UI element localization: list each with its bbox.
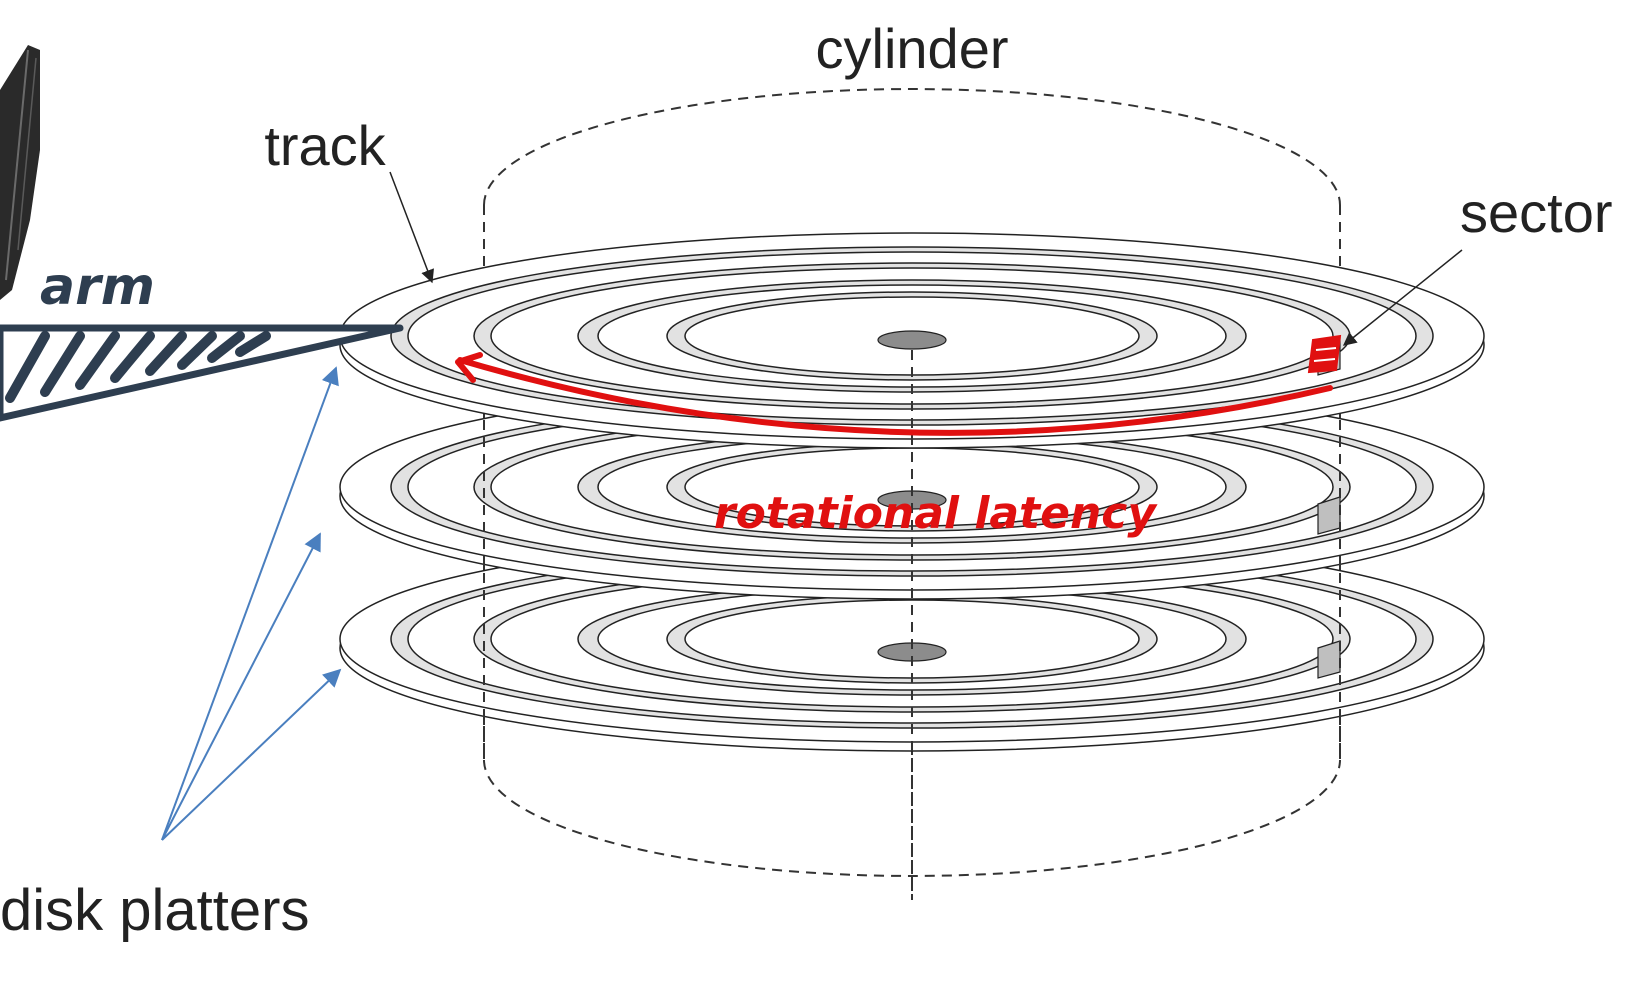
platter-pointer-bottom <box>161 668 342 841</box>
track-pointer <box>389 171 434 284</box>
disk-arm <box>0 324 404 422</box>
rotational-latency-label: rotational latency <box>714 488 1158 539</box>
platter-pointer-middle <box>161 532 321 841</box>
platter-top <box>339 232 1485 449</box>
arm-label: arm <box>40 257 155 317</box>
disk-platters-label: disk platters <box>0 878 309 943</box>
cylinder-label: cylinder <box>816 17 1009 80</box>
rotation-arrow <box>455 352 1333 436</box>
cylinder-front-lines <box>483 350 1341 900</box>
sector-label: sector <box>1460 181 1613 244</box>
disk-head-assembly <box>0 45 40 300</box>
platter-pointer-top <box>161 366 339 841</box>
track-label: track <box>264 114 386 177</box>
sector-pointer <box>1342 249 1463 346</box>
highlighted-sector <box>1307 334 1342 374</box>
label-pointers <box>389 171 1463 346</box>
platter-pointers <box>161 366 342 841</box>
